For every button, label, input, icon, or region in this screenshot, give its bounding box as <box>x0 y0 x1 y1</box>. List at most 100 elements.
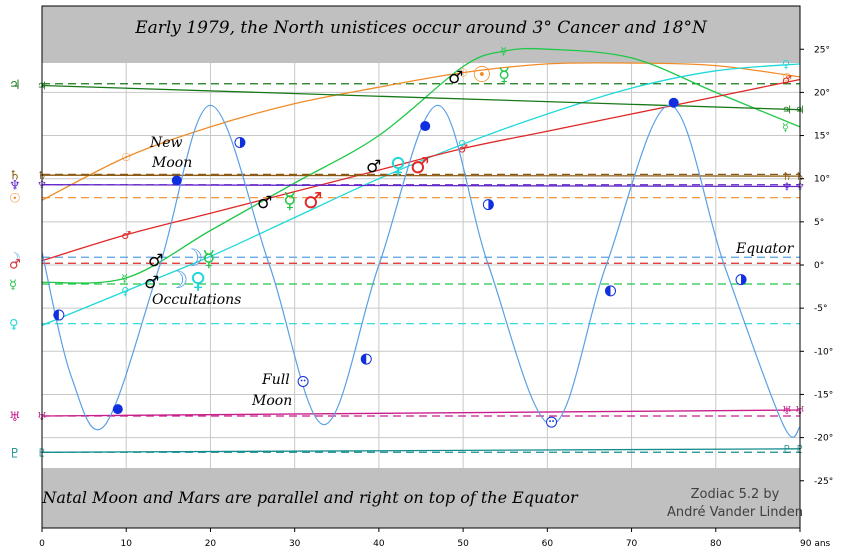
title-band <box>42 6 800 63</box>
moon-phase-marker <box>605 285 616 297</box>
mars-natal-icon: ♂ <box>366 157 381 177</box>
annotation-new-moon-line1: New <box>149 135 183 151</box>
series-line-sun <box>41 62 801 201</box>
series-line-mercury <box>41 47 801 284</box>
mercury-icon: ☿ <box>782 121 789 134</box>
moon-phase-new <box>171 175 182 186</box>
mars-natal-icon: ♂ <box>257 193 272 213</box>
venus-icon: ♀ <box>121 285 129 298</box>
x-tick-label: 80 <box>710 539 722 549</box>
mercury-icon: ☿ <box>283 189 297 214</box>
x-tick-label: 90 ans <box>800 539 831 549</box>
venus-icon: ♀ <box>782 58 790 71</box>
y-tick-label: 10° <box>814 175 830 185</box>
saturn-icon: ♄ <box>782 170 792 183</box>
x-tick-label: 70 <box>626 539 638 549</box>
moon-phase-marker <box>482 199 494 211</box>
series-line-venus <box>41 63 801 327</box>
mars-icon: ♂ <box>9 257 21 272</box>
mars-natal-icon: ♂ <box>448 68 463 88</box>
x-tick-label: 10 <box>120 539 132 549</box>
moon-phase-marker <box>112 404 123 415</box>
venus-icon: ♀ <box>9 318 19 333</box>
saturn-icon: ♄ <box>9 168 21 183</box>
jupiter-icon: ♃ <box>782 104 792 117</box>
moon-phase-last-quarter <box>605 285 611 296</box>
conjunction-cluster-mid: ♂ ☿ ♂ <box>257 189 323 214</box>
mars-icon: ♂ <box>121 229 131 242</box>
sun-icon: ☉ <box>472 63 492 88</box>
sun-icon: ☉ <box>782 71 792 84</box>
moon-curve <box>41 104 801 438</box>
y-tick-label: 0° <box>814 261 824 271</box>
moon-face-eye <box>552 420 554 422</box>
moon-face-eye <box>549 420 551 422</box>
annotation-full-moon-line2: Moon <box>251 393 292 409</box>
mars-icon: ♂ <box>458 142 468 155</box>
moon-phase-last-quarter <box>361 354 367 365</box>
moon-phase-marker <box>171 175 182 186</box>
x-tick-label: 60 <box>542 539 554 549</box>
chart-title: Early 1979, the North unistices occur ar… <box>134 18 708 38</box>
mars-natal-icon: ♂ <box>144 273 159 293</box>
moon-phase-marker <box>53 309 65 321</box>
x-tick-label: 20 <box>205 539 217 549</box>
mars-icon: ♂ <box>410 154 430 179</box>
sun-icon: ☉ <box>458 67 468 80</box>
moon-phase-marker <box>234 136 246 148</box>
plot-border <box>41 5 801 529</box>
series-line-uranus <box>41 409 801 417</box>
moon-phase-marker <box>546 416 558 428</box>
moon-phase-full <box>297 376 309 388</box>
footer-note: Natal Moon and Mars are parallel and rig… <box>41 488 579 507</box>
mercury-icon: ☿ <box>498 63 510 87</box>
y-axis: 25°20°15°10°5°0°-5°-10°-15°-20°-25° <box>800 45 833 487</box>
uranus-icon: ♅ <box>9 410 21 425</box>
pluto-icon: ♇ <box>782 443 792 456</box>
annotation-equator: Equator <box>735 241 795 257</box>
y-tick-label: -10° <box>814 347 833 357</box>
y-tick-label: -25° <box>814 477 833 487</box>
sun-icon: ☉ <box>121 151 131 164</box>
mars-icon: ♂ <box>303 189 323 214</box>
annotation-new-moon-line2: Moon <box>151 155 192 171</box>
uranus-icon: ♅ <box>782 404 792 417</box>
moon-series <box>41 97 801 438</box>
plot-area: ♃♄♆☉☽♂☿♀♅♇ ☉☉☉☿☿☿♀♀♀♂♂♂♃♃♃♄♄♄♆♆♆♅♅♅♇♇♇ <box>9 5 805 529</box>
credit-line-1: Zodiac 5.2 by <box>691 487 780 502</box>
moon-phase-marker <box>735 274 747 286</box>
moon-phase-first-quarter <box>239 137 245 148</box>
mars-natal-icon: ♂ <box>148 251 163 271</box>
footer-band <box>42 468 800 528</box>
series-line-neptune <box>41 184 801 188</box>
mars-icon: ♂ <box>782 73 792 86</box>
y-tick-label: -20° <box>814 434 833 444</box>
moon-phase-new <box>420 121 431 132</box>
natal-lines: ♃♄♆☉☽♂☿♀♅♇ <box>9 78 800 461</box>
moon-icon: ☽ <box>182 244 204 272</box>
moon-phase-marker <box>668 97 679 108</box>
pluto-icon: ♇ <box>9 446 21 461</box>
moon-phase-new <box>112 404 123 415</box>
annotation-full-moon-line1: Full <box>261 372 290 388</box>
moon-icon: ☽ <box>9 251 21 266</box>
x-tick-label: 0 <box>39 539 45 549</box>
moon-phase-marker <box>420 121 431 132</box>
moon-face-eye <box>303 379 306 382</box>
mercury-icon: ☿ <box>121 272 128 285</box>
mercury-icon: ☿ <box>9 278 17 293</box>
venus-icon: ♀ <box>390 154 406 179</box>
mercury-icon: ☿ <box>202 247 216 272</box>
moon-face-eye <box>300 379 303 382</box>
mercury-icon: ☿ <box>500 45 507 58</box>
y-tick-label: 15° <box>814 132 830 142</box>
annotation-occultations: Occultations <box>152 292 241 308</box>
x-tick-label: 50 <box>457 539 469 549</box>
jupiter-icon: ♃ <box>9 78 21 93</box>
y-tick-label: 5° <box>814 218 824 228</box>
venus-icon: ♀ <box>458 138 466 151</box>
moon-phase-first-quarter <box>488 199 494 210</box>
moon-phase-new <box>668 97 679 108</box>
venus-icon: ♀ <box>190 269 206 294</box>
